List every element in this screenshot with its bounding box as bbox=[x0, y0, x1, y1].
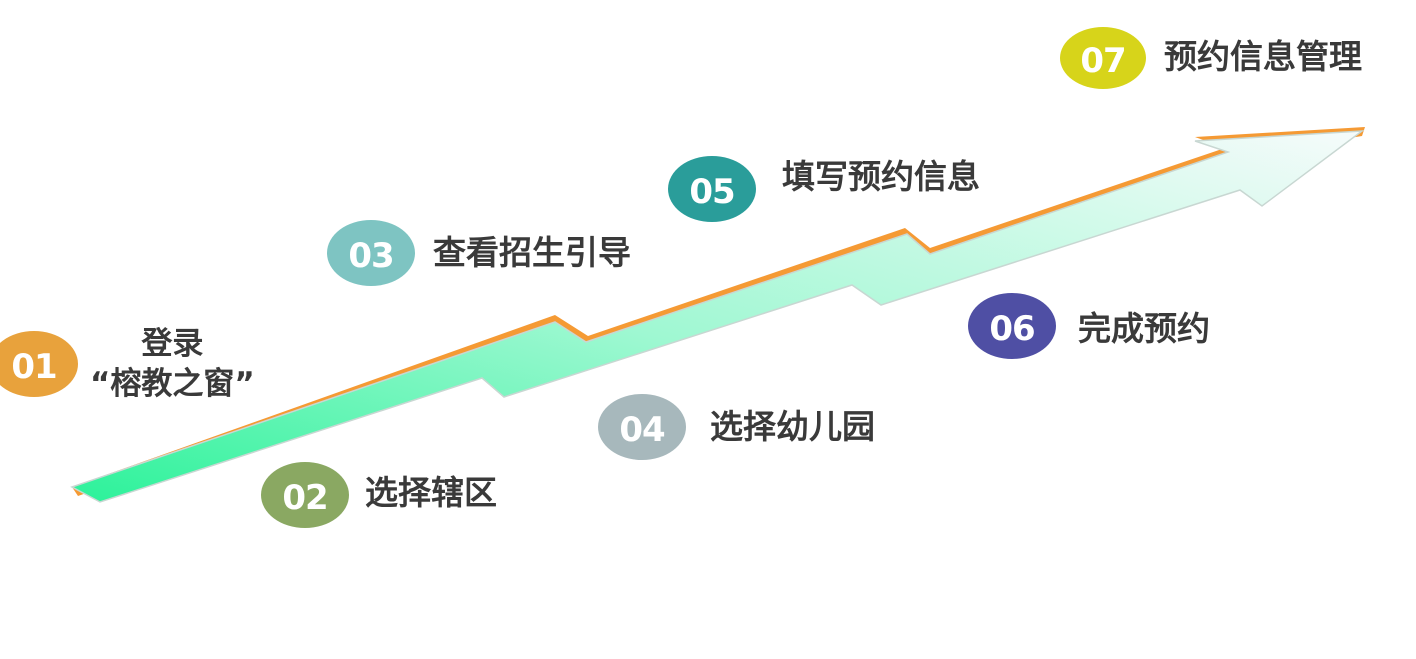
step-03-label: 查看招生引导 bbox=[433, 233, 631, 272]
step-01-number: 01 bbox=[11, 347, 57, 387]
step-07: 07 预约信息管理 bbox=[1060, 27, 1362, 89]
step-05-number: 05 bbox=[689, 172, 735, 212]
step-04-badge: 04 bbox=[598, 394, 686, 460]
step-01: 01 登录 “榕教之窗” bbox=[0, 324, 255, 404]
step-02-badge: 02 bbox=[261, 462, 349, 528]
step-06-badge: 06 bbox=[968, 293, 1056, 359]
step-01-label-line2: “榕教之窗” bbox=[90, 366, 255, 402]
step-02-number: 02 bbox=[282, 478, 328, 518]
step-05: 05 填写预约信息 bbox=[668, 156, 980, 222]
arrow-body bbox=[70, 130, 1365, 503]
step-05-label: 填写预约信息 bbox=[782, 157, 980, 196]
step-04-number: 04 bbox=[619, 410, 665, 450]
step-03-number: 03 bbox=[348, 236, 394, 276]
step-04-label: 选择幼儿园 bbox=[710, 407, 875, 446]
step-01-label: 登录 “榕教之窗” bbox=[90, 324, 255, 404]
step-06: 06 完成预约 bbox=[968, 293, 1210, 359]
step-02: 02 选择辖区 bbox=[261, 462, 497, 528]
step-06-label: 完成预约 bbox=[1078, 309, 1210, 348]
step-07-badge: 07 bbox=[1060, 27, 1146, 89]
step-03: 03 查看招生引导 bbox=[327, 220, 631, 286]
step-02-label: 选择辖区 bbox=[365, 473, 497, 512]
step-07-label: 预约信息管理 bbox=[1164, 37, 1362, 76]
step-06-number: 06 bbox=[989, 309, 1035, 349]
step-05-badge: 05 bbox=[668, 156, 756, 222]
step-03-badge: 03 bbox=[327, 220, 415, 286]
step-07-number: 07 bbox=[1080, 41, 1126, 81]
step-04: 04 选择幼儿园 bbox=[598, 394, 875, 460]
step-01-label-line1: 登录 bbox=[141, 326, 204, 362]
step-01-badge: 01 bbox=[0, 331, 78, 397]
